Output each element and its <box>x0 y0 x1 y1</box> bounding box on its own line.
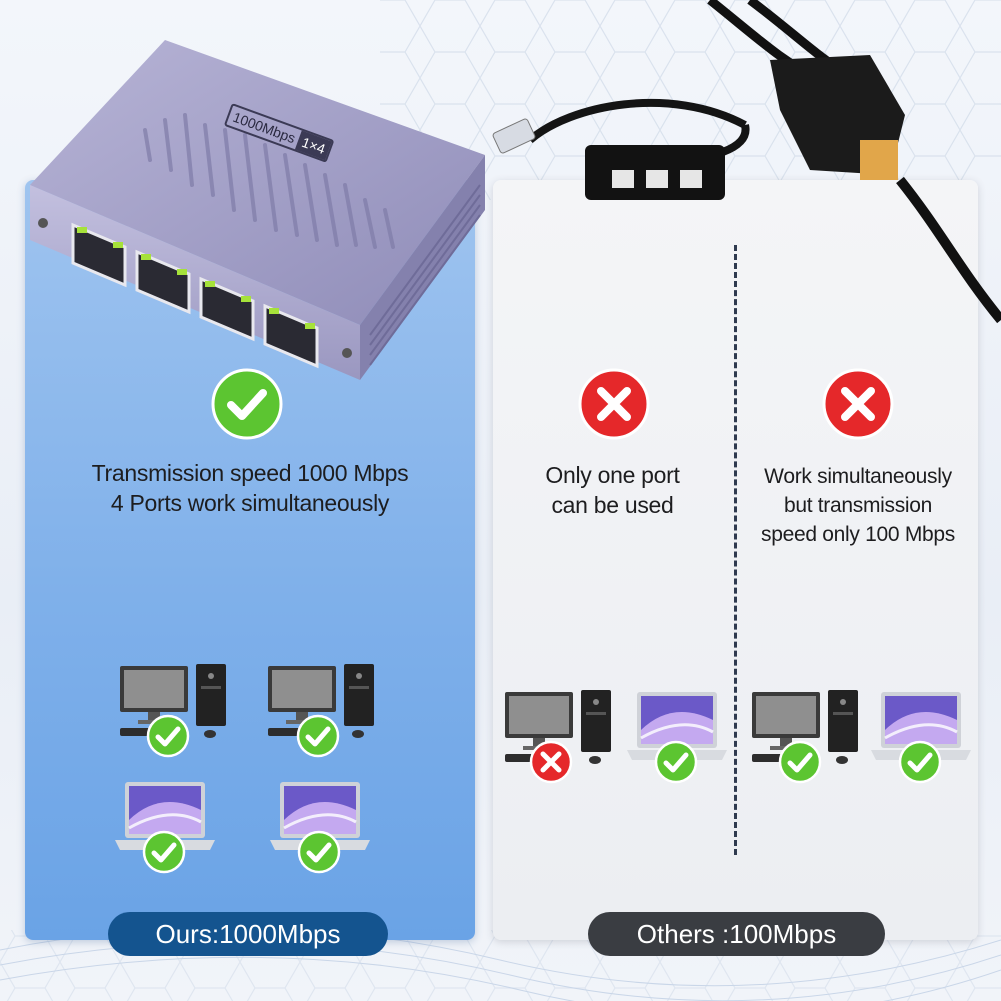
laptop-icon <box>110 780 220 865</box>
ours-label-pill: Ours:1000Mbps <box>108 912 388 956</box>
others-col1-caption: Only one port can be used <box>505 460 720 520</box>
check-circle-icon <box>898 740 942 784</box>
check-circle-icon <box>296 714 340 758</box>
others-col1-line1: Only one port <box>545 462 680 488</box>
ethernet-splitter-image <box>492 98 750 200</box>
check-circle-icon <box>142 830 186 874</box>
ethernet-coupler-image <box>707 0 1001 324</box>
check-circle-icon <box>778 740 822 784</box>
check-circle-icon <box>211 368 283 440</box>
desktop-computer-icon <box>750 690 870 775</box>
check-circle-icon <box>146 714 190 758</box>
others-label-pill: Others :100Mbps <box>588 912 885 956</box>
laptop-icon <box>866 690 976 775</box>
check-circle-icon <box>297 830 341 874</box>
check-circle-icon <box>654 740 698 784</box>
x-circle-icon <box>578 368 650 440</box>
ethernet-switch-image <box>30 40 485 380</box>
ours-caption-line2: 4 Ports work simultaneously <box>110 490 390 516</box>
column-divider <box>734 245 737 855</box>
x-circle-icon <box>529 740 573 784</box>
others-col2-caption: Work simultaneously but transmission spe… <box>742 462 974 549</box>
others-col2-line2: but transmission <box>783 494 933 517</box>
others-col1-line2: can be used <box>551 492 674 518</box>
desktop-computer-icon <box>266 664 386 749</box>
laptop-icon <box>622 690 732 775</box>
desktop-computer-icon <box>503 690 623 775</box>
others-col2-line3: speed only 100 Mbps <box>761 523 955 546</box>
others-col2-line1: Work simultaneously <box>764 465 952 488</box>
x-circle-icon <box>822 368 894 440</box>
laptop-icon <box>265 780 375 865</box>
ours-caption: Transmission speed 1000 Mbps 4 Ports wor… <box>40 458 460 518</box>
ours-caption-line1: Transmission speed 1000 Mbps <box>91 460 409 486</box>
desktop-computer-icon <box>118 664 238 749</box>
